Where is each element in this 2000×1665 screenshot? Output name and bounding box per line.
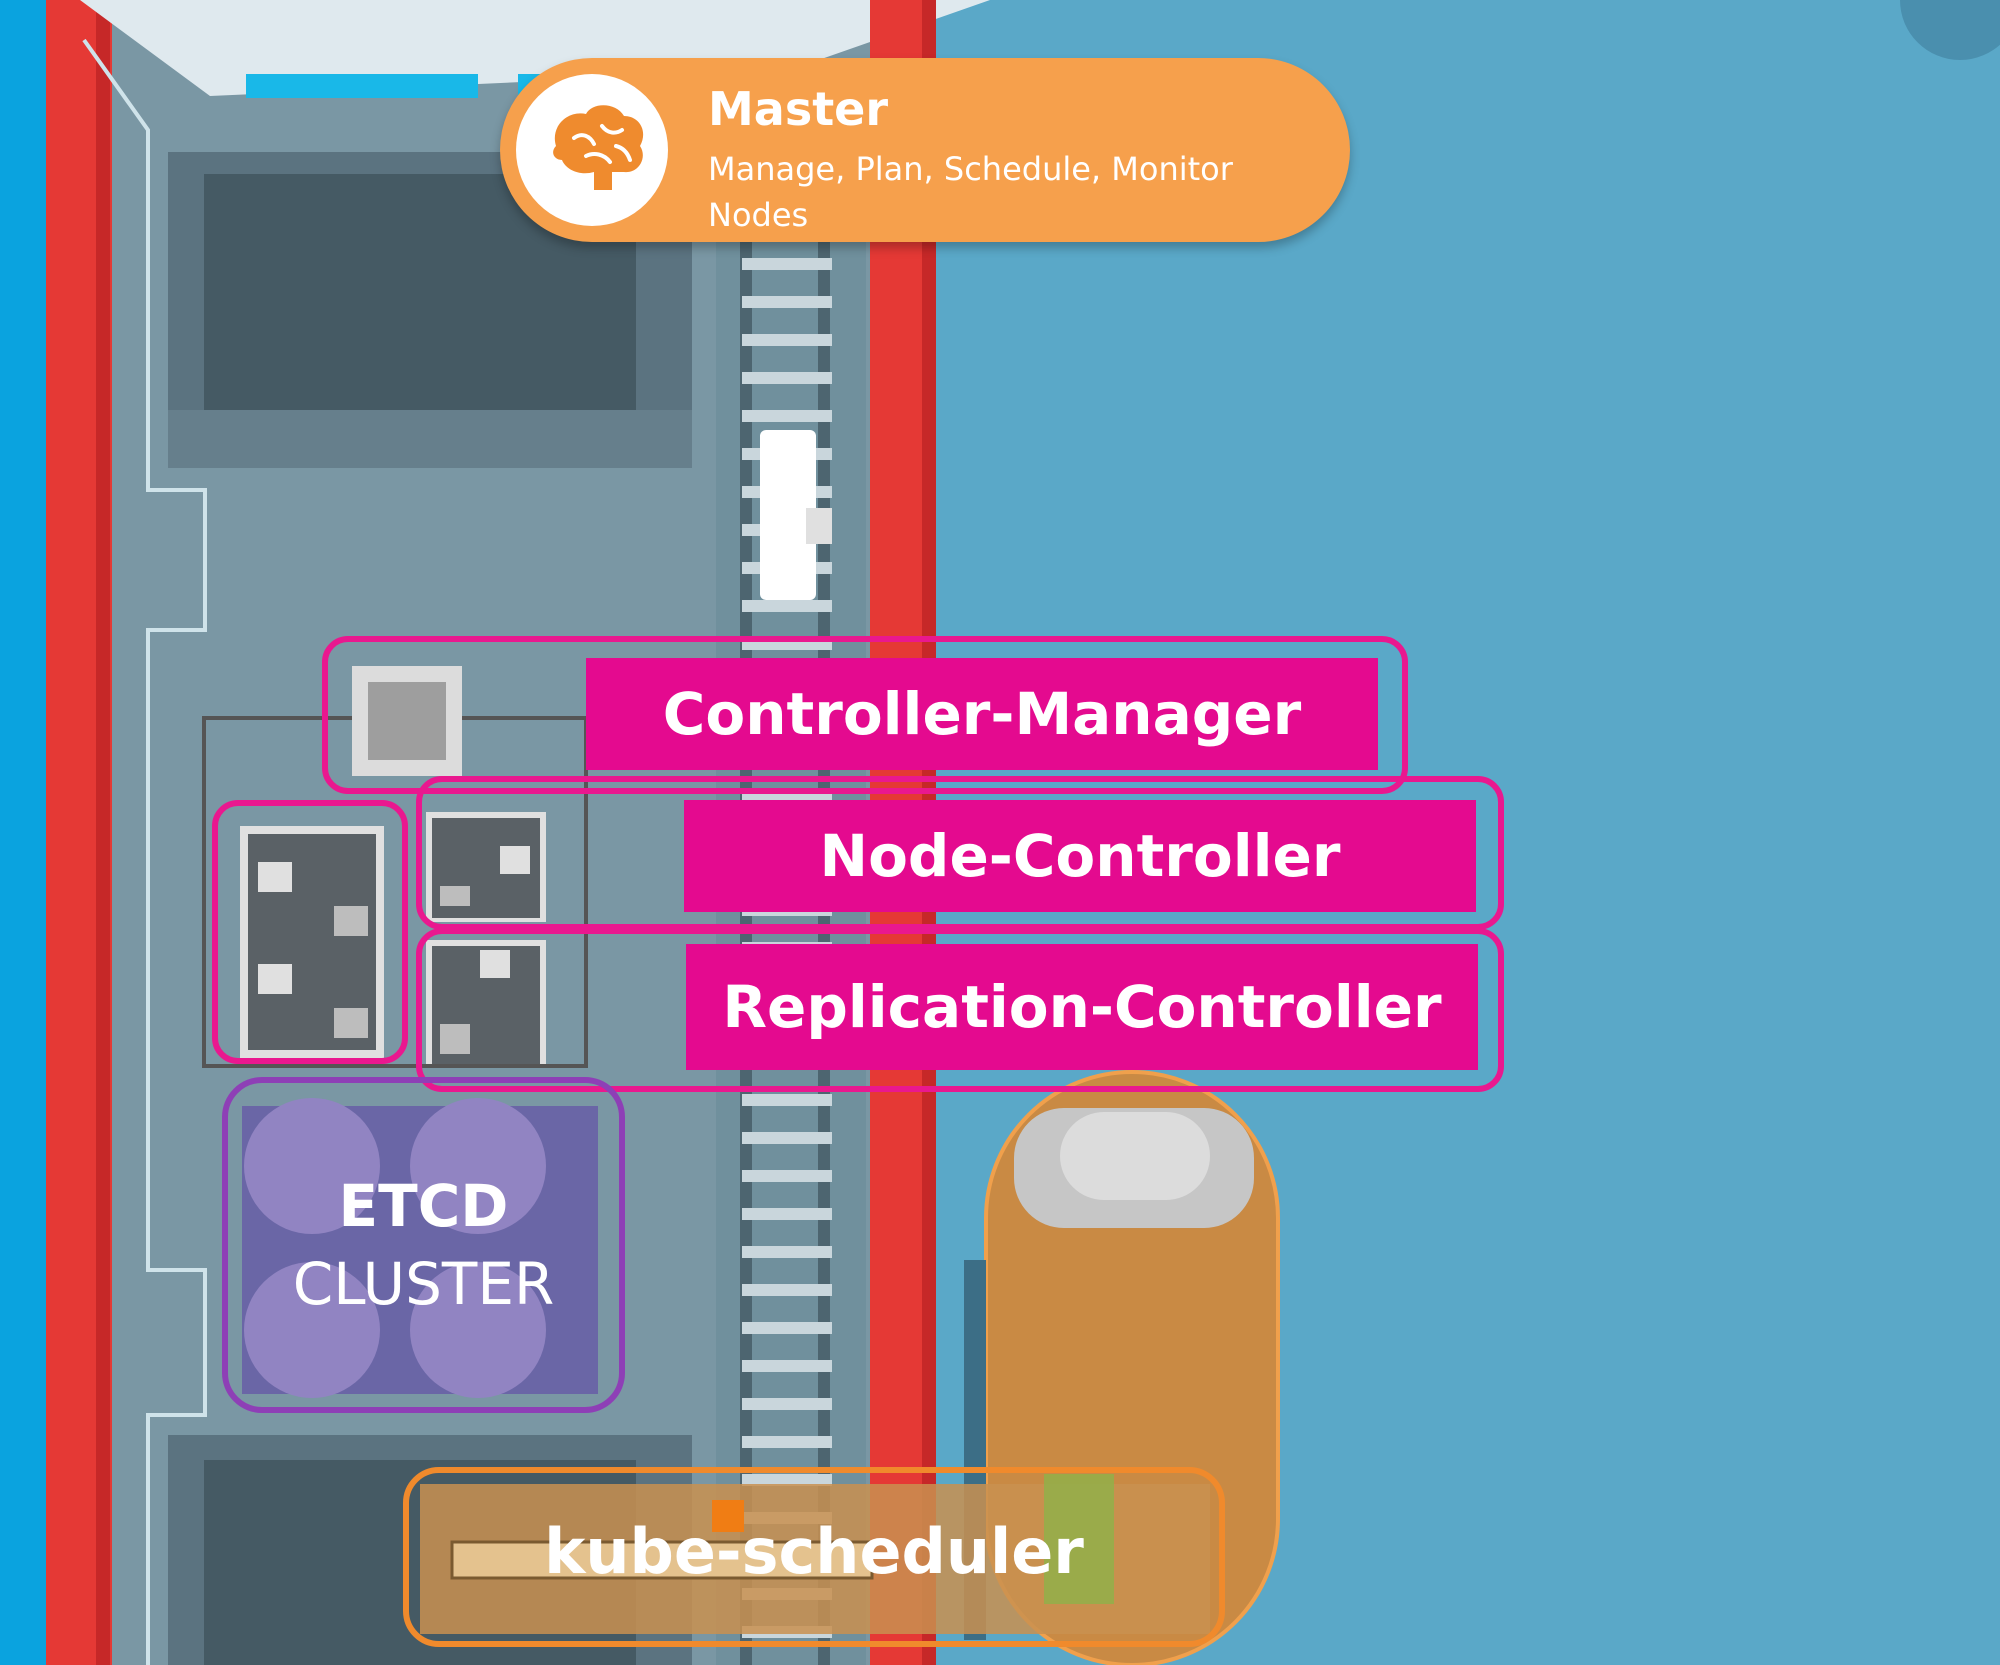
master-node-banner: Master Manage, Plan, Schedule, Monitor N… — [500, 58, 1350, 242]
ship-outline — [82, 38, 207, 1665]
etcd-title: ETCD — [338, 1172, 509, 1240]
kube-scheduler-outline — [403, 1467, 1225, 1647]
etcd-tank — [410, 1262, 546, 1398]
replication-controller-outline — [416, 928, 1504, 1092]
controller-cabinet-outline — [212, 800, 408, 1064]
replication-controller-label-box: Replication-Controller — [686, 944, 1478, 1070]
etcd-tank — [410, 1098, 546, 1234]
controller-manager-label: Controller-Manager — [662, 680, 1302, 748]
controller-manager-outline — [322, 636, 1408, 794]
rail-cart — [760, 430, 816, 600]
replication-controller-label: Replication-Controller — [722, 973, 1442, 1041]
node-controller-label: Node-Controller — [819, 822, 1341, 890]
kube-scheduler-label: kube-scheduler — [544, 1515, 1084, 1588]
brain-icon — [553, 105, 644, 190]
node-controller-outline — [416, 776, 1504, 930]
master-title: Master — [708, 82, 889, 136]
etcd-subtitle: CLUSTER — [292, 1250, 555, 1318]
cloud-shape — [1900, 0, 2000, 60]
etcd-cluster-outline — [222, 1077, 625, 1413]
ship-bow — [80, 0, 990, 96]
etcd-tank — [244, 1098, 380, 1234]
brain-icon-container — [516, 74, 668, 226]
etcd-tank — [244, 1262, 380, 1398]
master-subtitle: Manage, Plan, Schedule, Monitor Nodes — [708, 150, 1233, 234]
controller-manager-label-box: Controller-Manager — [586, 658, 1378, 770]
node-controller-label-box: Node-Controller — [684, 800, 1476, 912]
left-water-edge — [0, 0, 46, 1665]
